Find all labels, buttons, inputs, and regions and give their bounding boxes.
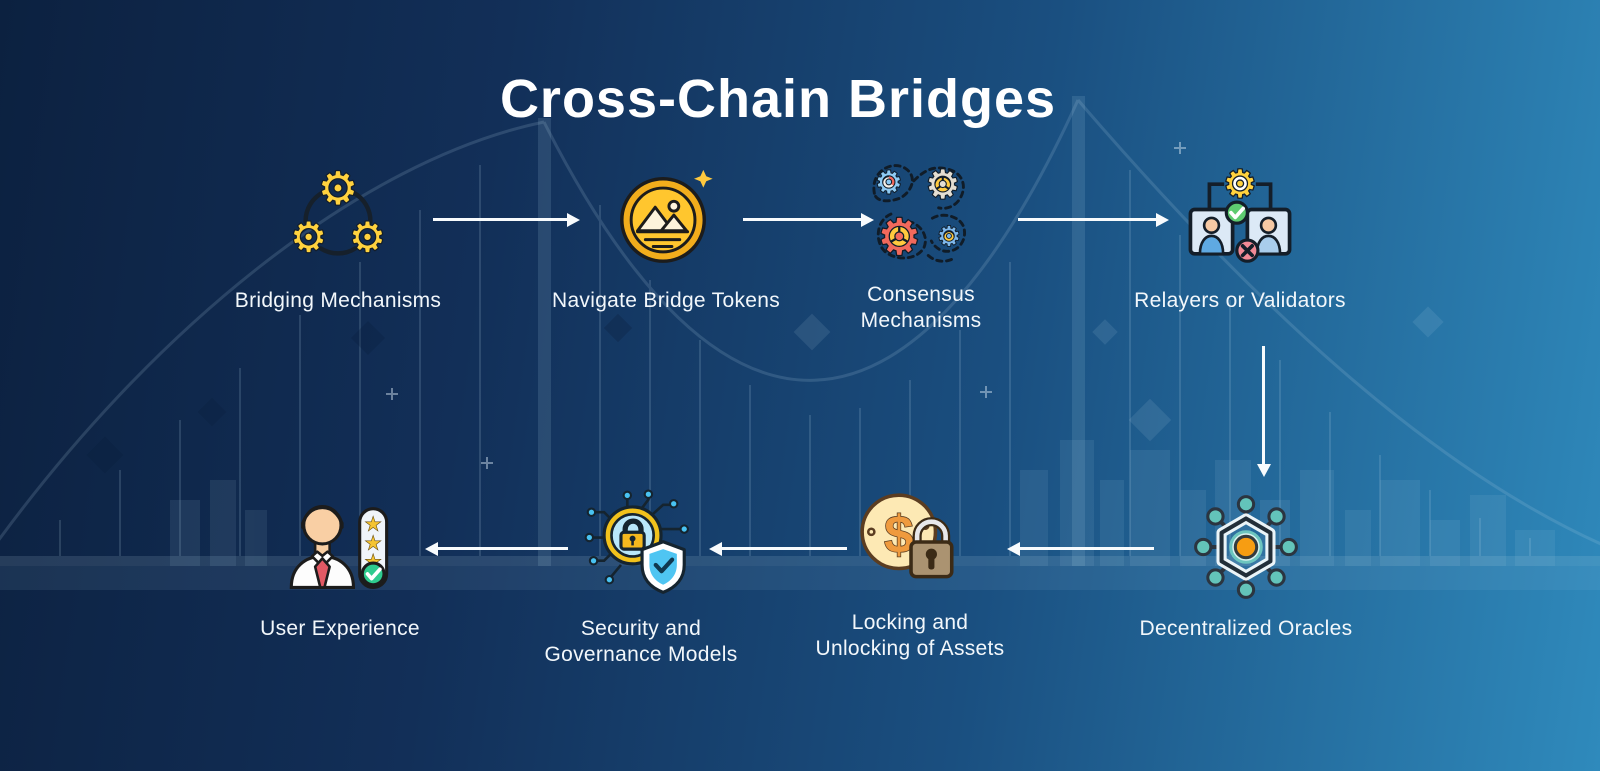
node-label: Locking and Unlocking of Assets xyxy=(815,611,1005,660)
svg-text:⚙: ⚙ xyxy=(349,214,386,262)
node-label: User Experience xyxy=(260,617,420,640)
svg-text:★: ★ xyxy=(365,534,381,554)
page-title: Cross-Chain Bridges xyxy=(499,69,1057,130)
node-consensus-mechanisms: ⚙ ⚙ ⚙ ⚙ Consensus Mechanisms xyxy=(771,152,1071,334)
node-label: Consensus Mechanisms xyxy=(860,283,982,332)
node-label: Relayers or Validators xyxy=(1134,289,1346,312)
svg-text:⚙: ⚙ xyxy=(875,165,903,201)
svg-text:⚙: ⚙ xyxy=(877,208,922,266)
bridge-coin-icon xyxy=(612,158,720,280)
flow-arrow-3-right xyxy=(1018,213,1169,226)
flow-arrow-7-left xyxy=(425,542,568,555)
svg-text:$: $ xyxy=(884,505,913,564)
consensus-gears-icon: ⚙ ⚙ ⚙ ⚙ xyxy=(864,152,978,274)
node-relayers-or-validators: ⚙ Relayers or Validators xyxy=(1090,158,1390,314)
linked-gears-icon: ⚙ ⚙ ⚙ xyxy=(284,158,392,280)
svg-text:⚙: ⚙ xyxy=(1223,162,1257,206)
node-decentralized-oracles: Decentralized Oracles xyxy=(1096,486,1396,642)
relayers-validators-icon: ⚙ xyxy=(1182,158,1298,280)
svg-text:⚙: ⚙ xyxy=(937,221,961,252)
node-label: Navigate Bridge Tokens xyxy=(551,289,780,312)
node-label: Bridging Mechanisms xyxy=(234,289,442,312)
node-security-governance-models: Security and Governance Models xyxy=(491,486,791,668)
flow-arrow-2-right xyxy=(743,213,874,226)
svg-text:⚙: ⚙ xyxy=(318,165,358,215)
flow-arrow-5-left xyxy=(1007,542,1154,555)
user-rating-icon: ★ ★ ★ xyxy=(283,486,397,608)
node-bridging-mechanisms: ⚙ ⚙ ⚙ Bridging Mechanisms xyxy=(188,158,488,314)
node-user-experience: ★ ★ ★ User Experience xyxy=(190,486,490,642)
node-label: Security and Governance Models xyxy=(544,617,738,666)
node-label: Decentralized Oracles xyxy=(1139,617,1353,640)
svg-text:⚙: ⚙ xyxy=(925,162,960,208)
node-navigate-bridge-tokens: Navigate Bridge Tokens xyxy=(516,158,816,314)
flow-arrow-1-right xyxy=(433,213,580,226)
node-locking-unlocking-assets: $ Locking and Unlocking of Assets xyxy=(760,480,1060,662)
oracle-network-icon xyxy=(1190,486,1302,608)
svg-text:⚙: ⚙ xyxy=(290,214,327,262)
coin-padlock-icon: $ xyxy=(854,480,966,602)
svg-text:★: ★ xyxy=(365,515,381,535)
flow-arrow-6-left xyxy=(709,542,847,555)
flow-arrow-4-down xyxy=(1257,346,1270,477)
security-shield-icon xyxy=(583,486,699,608)
